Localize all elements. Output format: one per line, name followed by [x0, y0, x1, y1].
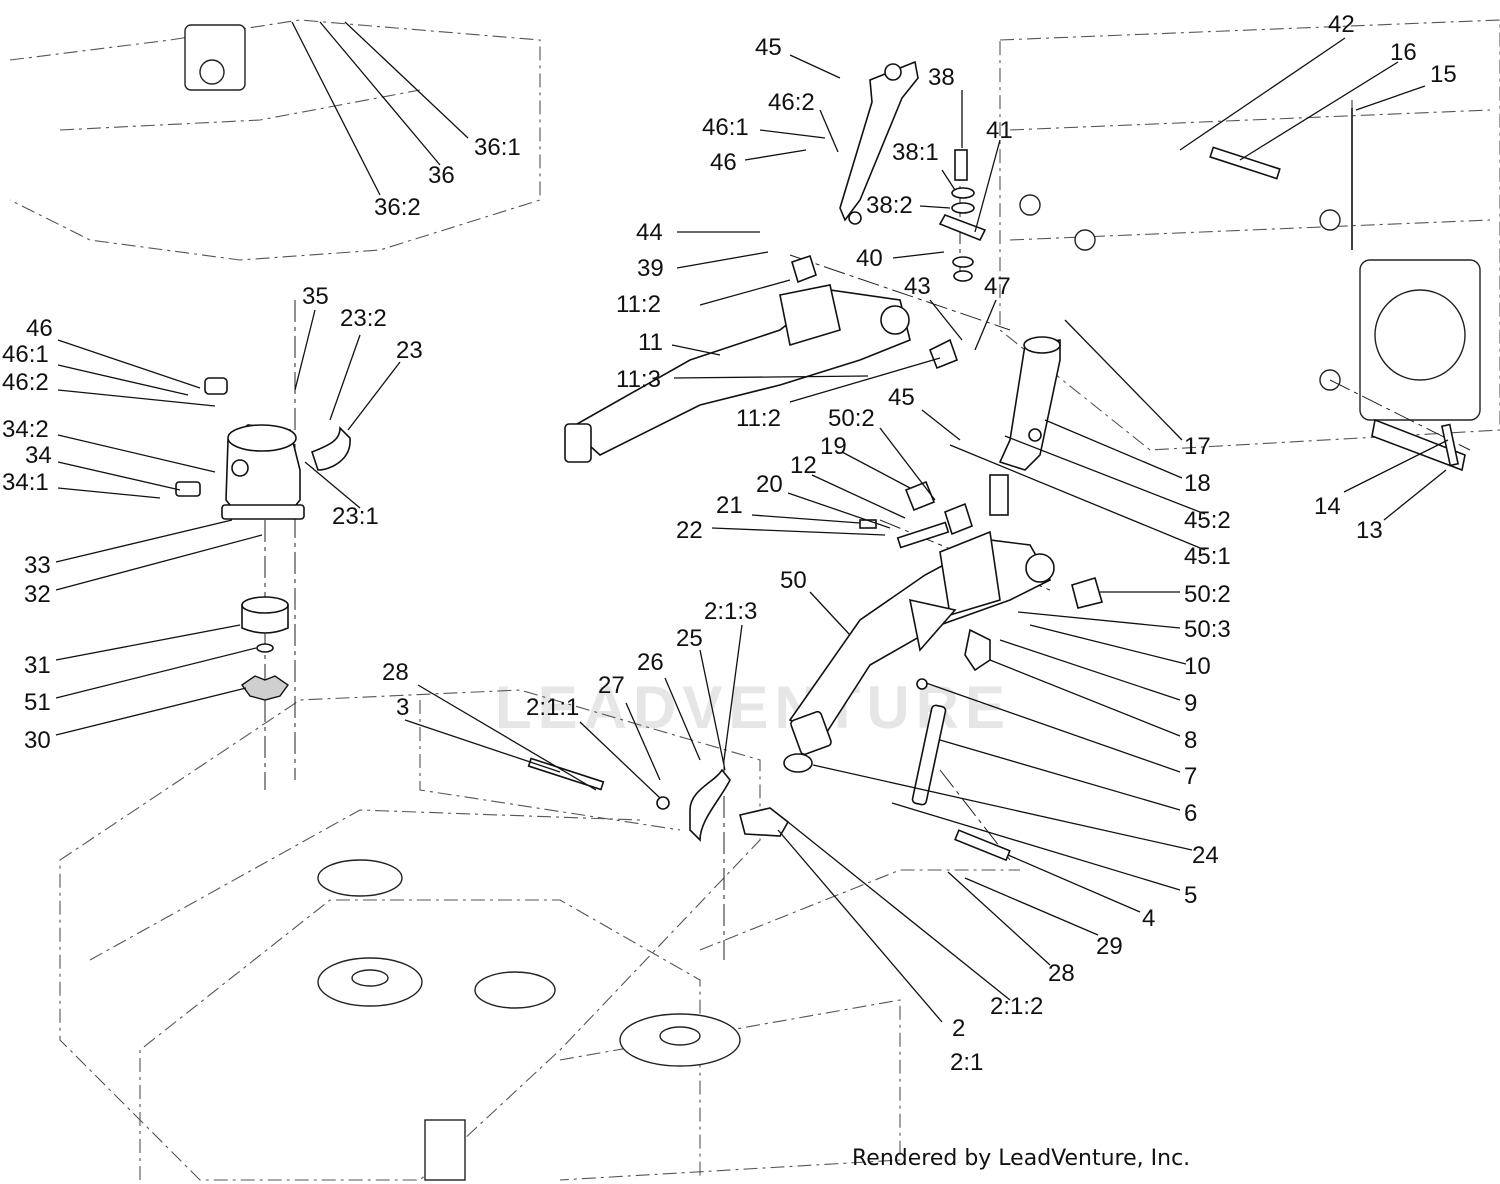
callout-46-2-left: 46:2	[2, 369, 49, 396]
callout-28-lower: 28	[1048, 960, 1075, 987]
callout-18: 18	[1184, 470, 1211, 497]
callout-10: 10	[1184, 653, 1211, 680]
callout-23-2: 23:2	[340, 305, 387, 332]
callout-5: 5	[1184, 882, 1197, 909]
mower-deck-phantom	[59, 689, 1020, 1181]
rod-end-and-pedal	[527, 757, 790, 842]
callout-36-1: 36:1	[474, 134, 521, 161]
callout-24: 24	[1192, 842, 1219, 869]
callout-42: 42	[1328, 11, 1355, 38]
pivot-bracket-pin-13	[1209, 108, 1466, 472]
callout-38-2: 38:2	[866, 192, 913, 219]
callout-50-2-upper: 50:2	[828, 405, 875, 432]
callout-2-1: 2:1	[950, 1049, 983, 1076]
callout-2-1-3: 2:1:3	[704, 598, 757, 625]
chain-and-linkage	[783, 628, 1011, 862]
callout-46-1: 46:1	[702, 114, 749, 141]
callout-2: 2	[952, 1015, 965, 1042]
callout-45-mid: 45	[888, 384, 915, 411]
callout-25: 25	[676, 625, 703, 652]
callout-16: 16	[1390, 39, 1417, 66]
callout-43: 43	[904, 273, 931, 300]
callout-21: 21	[716, 492, 743, 519]
callout-9: 9	[1184, 690, 1197, 717]
callout-38-1: 38:1	[892, 139, 939, 166]
callout-46-2: 46:2	[768, 89, 815, 116]
callout-34-1: 34:1	[2, 469, 49, 496]
callout-29: 29	[1096, 933, 1123, 960]
callout-27: 27	[598, 672, 625, 699]
callout-30: 30	[24, 727, 51, 754]
top-left-frame-phantom	[9, 19, 541, 261]
callout-44: 44	[636, 219, 663, 246]
leader-lines	[55, 21, 1449, 1023]
callout-38: 38	[928, 64, 955, 91]
callout-50-2-lower: 50:2	[1184, 581, 1231, 608]
deck-pulleys	[317, 859, 741, 1181]
callout-40: 40	[856, 245, 883, 272]
callout-36: 36	[428, 162, 455, 189]
callout-15: 15	[1430, 61, 1457, 88]
callout-28-upper: 28	[382, 659, 409, 686]
callout-7: 7	[1184, 763, 1197, 790]
callout-36-2: 36:2	[374, 194, 421, 221]
callout-11-2-upper: 11:2	[616, 291, 661, 318]
callout-33: 33	[24, 552, 51, 579]
lift-cylinder-lower	[989, 336, 1061, 516]
callout-2-1-1: 2:1:1	[526, 694, 579, 721]
callout-13: 13	[1356, 517, 1383, 544]
callout-labels: 45 38 42 16 15 46:2 46:1 46 41 38:1 38:2…	[2, 11, 1457, 1076]
callout-14: 14	[1314, 493, 1341, 520]
callout-46-1-left: 46:1	[2, 341, 49, 368]
callout-20: 20	[756, 471, 783, 498]
callout-45: 45	[755, 34, 782, 61]
rear-frame-phantom	[999, 19, 1500, 451]
callout-11: 11	[638, 329, 663, 356]
callout-8: 8	[1184, 727, 1197, 754]
callout-50: 50	[780, 567, 807, 594]
callout-46: 46	[710, 149, 737, 176]
callout-11-3: 11:3	[616, 366, 661, 393]
gearbox-assembly	[175, 377, 351, 520]
callout-22: 22	[676, 517, 703, 544]
callout-26: 26	[637, 649, 664, 676]
coupler-stack	[241, 596, 289, 701]
upper-lift-arm	[564, 284, 911, 463]
callout-17: 17	[1184, 433, 1211, 460]
callout-50-3: 50:3	[1184, 616, 1231, 643]
callout-11-2-lower: 11:2	[736, 405, 781, 432]
callout-34-2: 34:2	[2, 416, 49, 443]
render-credit: Rendered by LeadVenture, Inc.	[852, 1146, 1191, 1171]
callout-45-1: 45:1	[1184, 543, 1231, 570]
callout-39: 39	[637, 255, 664, 282]
callout-4: 4	[1142, 905, 1155, 932]
callout-2-1-2: 2:1:2	[990, 993, 1043, 1020]
callout-47: 47	[984, 273, 1011, 300]
callout-12: 12	[790, 452, 817, 479]
callout-35: 35	[302, 283, 329, 310]
callout-34: 34	[25, 442, 52, 469]
callout-6: 6	[1184, 800, 1197, 827]
callout-23-1: 23:1	[332, 503, 379, 530]
callout-23: 23	[396, 337, 423, 364]
lower-lift-arm-50	[788, 530, 1055, 756]
callout-46-left: 46	[26, 315, 53, 342]
callout-3: 3	[396, 694, 409, 721]
callout-51: 51	[24, 689, 51, 716]
callout-41: 41	[986, 117, 1013, 144]
callout-31: 31	[24, 652, 51, 679]
lift-cylinder-upper	[839, 60, 987, 282]
callout-19: 19	[820, 433, 847, 460]
callout-32: 32	[24, 581, 51, 608]
callout-45-2: 45:2	[1184, 507, 1231, 534]
